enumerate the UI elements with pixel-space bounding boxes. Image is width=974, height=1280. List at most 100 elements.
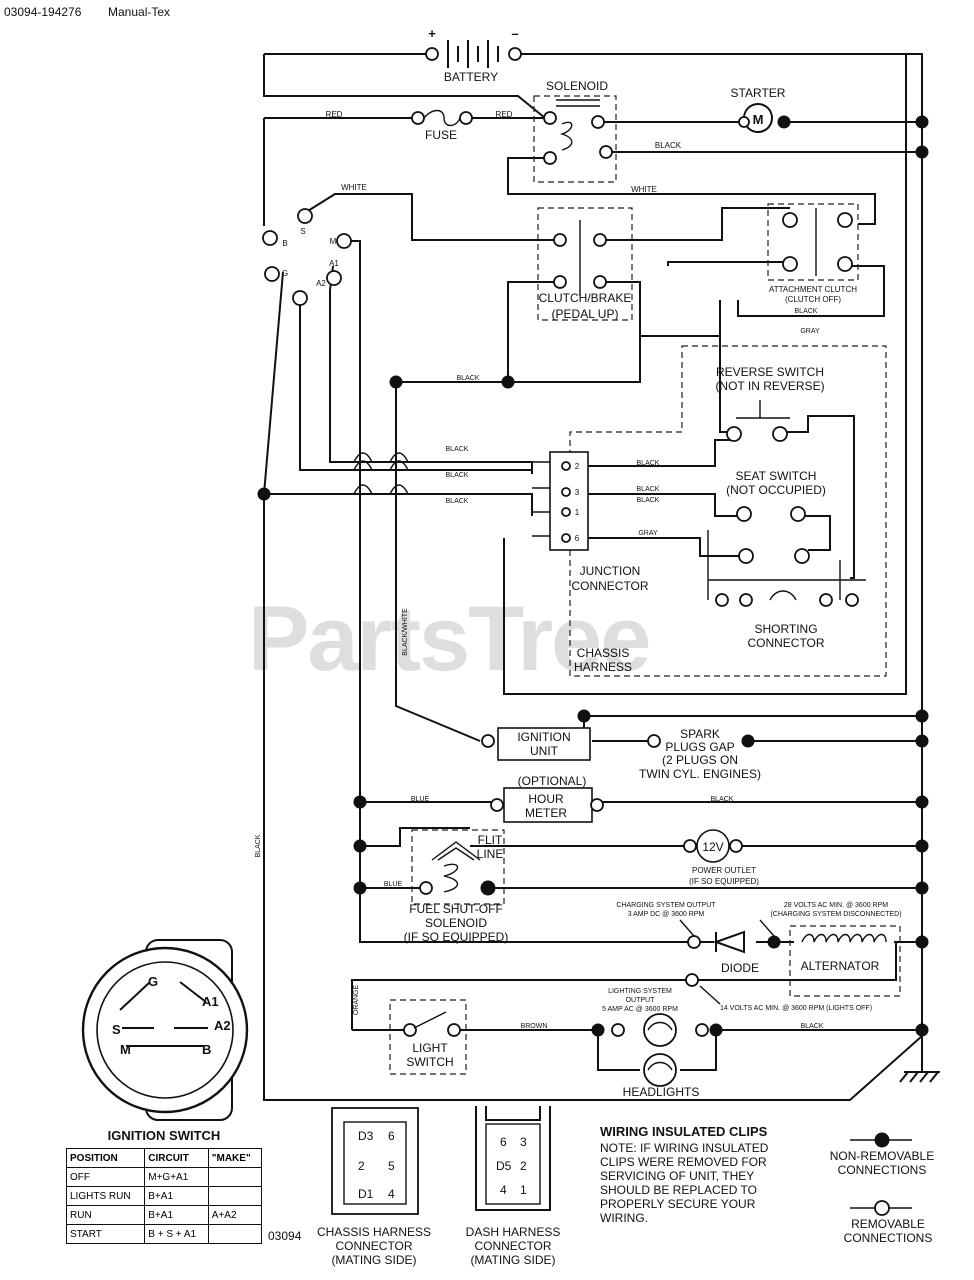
ign-letter-m: M — [120, 1042, 131, 1057]
note-line-4: SHOULD BE REPLACED TO — [600, 1183, 757, 1197]
shorting-label-1: SHORTING — [754, 622, 817, 636]
lighting-min: 14 VOLTS AC MIN. @ 3600 RPM (LIGHTS OFF) — [720, 1005, 872, 1012]
table-header-circuit: CIRCUIT — [144, 1148, 209, 1168]
ign-letter-a2: A2 — [214, 1018, 231, 1033]
wire-black-left: BLACK — [255, 834, 262, 857]
watermark: PartsTree — [248, 588, 649, 690]
hour-meter-optional: (OPTIONAL) — [518, 774, 587, 788]
table-cell: LIGHTS RUN — [65, 1186, 146, 1206]
charging-label-2: 3 AMP DC @ 3600 RPM — [628, 911, 705, 918]
dash-harness-connector: 6 3 D5 2 4 1 DASH HARNESS CONNECTOR (MAT… — [466, 1106, 561, 1267]
doc-id: 03094-194276 — [4, 5, 82, 19]
wire-black-f: BLACK — [637, 497, 660, 504]
hour-meter-label-1: HOUR — [528, 792, 564, 806]
junction-pin-3: 3 — [575, 488, 580, 497]
legend-open-dot — [874, 1200, 890, 1216]
wire-gray-top: GRAY — [800, 328, 820, 335]
alternator-label: ALTERNATOR — [801, 959, 880, 973]
wire-white-top: WHITE — [631, 185, 657, 194]
table-row: LIGHTS RUN B+A1 — [65, 1186, 263, 1206]
table-cell: B + S + A1 — [144, 1224, 209, 1244]
ignition-unit-label-2: UNIT — [530, 744, 559, 758]
ignition-switch-graphic: G A1 A2 S M B IGNITION SWITCH 03094 — [81, 939, 302, 1243]
diode-label: DIODE — [721, 961, 759, 975]
note-line-2: CLIPS WERE REMOVED FOR — [600, 1155, 767, 1169]
battery-plus: + — [428, 26, 436, 41]
legend-non-removable-1: NON-REMOVABLE — [830, 1149, 934, 1163]
dash-pin-1: 1 — [520, 1183, 527, 1197]
chassis-conn-label-1: CHASSIS HARNESS — [317, 1225, 431, 1239]
insulated-clips-note: WIRING INSULATED CLIPS NOTE: IF WIRING I… — [600, 1124, 769, 1225]
lighting-label-2: OUTPUT — [626, 997, 656, 1004]
note-line-6: WIRING. — [600, 1211, 648, 1225]
wire-black-attach: BLACK — [795, 308, 818, 315]
chassis-pin-2: 2 — [358, 1159, 365, 1173]
wire-orange: ORANGE — [353, 985, 360, 1016]
legend-removable-2: CONNECTIONS — [844, 1231, 933, 1245]
lighting-label-3: 5 AMP AC @ 3600 RPM — [602, 1006, 678, 1013]
ign-letter-g: G — [148, 974, 158, 989]
ignition-switch-title: IGNITION SWITCH — [108, 1128, 221, 1143]
note-line-3: SERVICING OF UNIT, THEY — [600, 1169, 754, 1183]
fuse-label: FUSE — [425, 128, 457, 142]
note-line-1: NOTE: IF WIRING INSULATED — [600, 1141, 769, 1155]
flit-label-2: LINE — [477, 847, 504, 861]
legend-removable-1: REMOVABLE — [851, 1217, 925, 1231]
chassis-harness-label-1: CHASSIS — [577, 646, 630, 660]
table-header-make: "MAKE" — [207, 1148, 263, 1168]
attachment-clutch-switch: ATTACHMENT CLUTCH (CLUTCH OFF) BLACK GRA… — [767, 203, 859, 335]
legend-solid-dot — [874, 1132, 890, 1148]
solenoid: SOLENOID — [533, 79, 617, 183]
light-switch-label-1: LIGHT — [412, 1041, 448, 1055]
wire-black-light: BLACK — [801, 1023, 824, 1030]
wire-white-ign: WHITE — [341, 183, 367, 192]
flit-label-1: FLIT — [478, 833, 503, 847]
attach-clutch-label-2: (CLUTCH OFF) — [785, 295, 841, 304]
dash-pin-d5: D5 — [496, 1159, 512, 1173]
dash-pin-6: 6 — [500, 1135, 507, 1149]
ign-letter-s: S — [112, 1022, 121, 1037]
attach-clutch-label-1: ATTACHMENT CLUTCH — [769, 285, 857, 294]
junction-connector: 2 3 1 6 JUNCTION CONNECTOR CHASSIS HARNE… — [532, 451, 649, 674]
power-outlet: 12V POWER OUTLET (IF SO EQUIPPED) — [683, 829, 759, 886]
table-cell: RUN — [65, 1205, 146, 1225]
battery-label: BATTERY — [444, 70, 498, 84]
wire-black-mid: BLACK — [457, 375, 480, 382]
dash-conn-label-1: DASH HARNESS — [466, 1225, 561, 1239]
table-cell: A+A2 — [207, 1205, 263, 1225]
headlights-label: HEADLIGHTS — [623, 1085, 700, 1099]
light-switch-label-2: SWITCH — [406, 1055, 453, 1069]
table-header-position: POSITION — [65, 1148, 146, 1168]
wire-red-1: RED — [326, 110, 343, 119]
clutch-label-2: (PEDAL UP) — [552, 307, 619, 321]
seat-label-1: SEAT SWITCH — [736, 469, 817, 483]
charging-disc-2: (CHARGING SYSTEM DISCONNECTED) — [770, 911, 901, 918]
hour-meter: (OPTIONAL) HOUR METER BLUE BLACK — [411, 774, 734, 823]
clutch-label-1: CLUTCH/BRAKE — [539, 291, 632, 305]
clutch-brake-switch: CLUTCH/BRAKE (PEDAL UP) — [537, 207, 633, 321]
ignition-terminals: S B M G A1 A2 WHITE — [262, 183, 367, 306]
junction-pin-1: 1 — [575, 508, 580, 517]
reverse-label-1: REVERSE SWITCH — [716, 365, 824, 379]
starter-label: STARTER — [731, 86, 786, 100]
chassis-harness-connector: D3 6 2 5 D1 4 CHASSIS HARNESS CONNECTOR … — [317, 1107, 431, 1267]
table-cell: START — [65, 1224, 146, 1244]
power-outlet-symbol: 12V — [702, 840, 723, 854]
ign-term-m: M — [330, 237, 337, 246]
ignition-unit-label-1: IGNITION — [517, 730, 570, 744]
table-cell: B+A1 — [144, 1205, 209, 1225]
table-cell — [207, 1167, 263, 1187]
power-outlet-label-1: POWER OUTLET — [692, 866, 756, 875]
shorting-label-2: CONNECTOR — [747, 636, 824, 650]
starter: STARTER M BLACK WHITE — [631, 86, 791, 194]
wire-black-d: BLACK — [637, 460, 660, 467]
table-cell — [207, 1186, 263, 1206]
wire-black-b: BLACK — [446, 472, 469, 479]
junction-pin-6: 6 — [575, 534, 580, 543]
table-cell: M+G+A1 — [144, 1167, 209, 1187]
figure-code: 03094 — [268, 1229, 302, 1243]
ign-term-s: S — [300, 227, 305, 236]
fuel-solenoid: FLIT LINE FUEL SHUT-OFF SOLENOID (IF SO … — [384, 829, 508, 944]
charging-system: CHARGING SYSTEM OUTPUT 3 AMP DC @ 3600 R… — [353, 902, 902, 1015]
